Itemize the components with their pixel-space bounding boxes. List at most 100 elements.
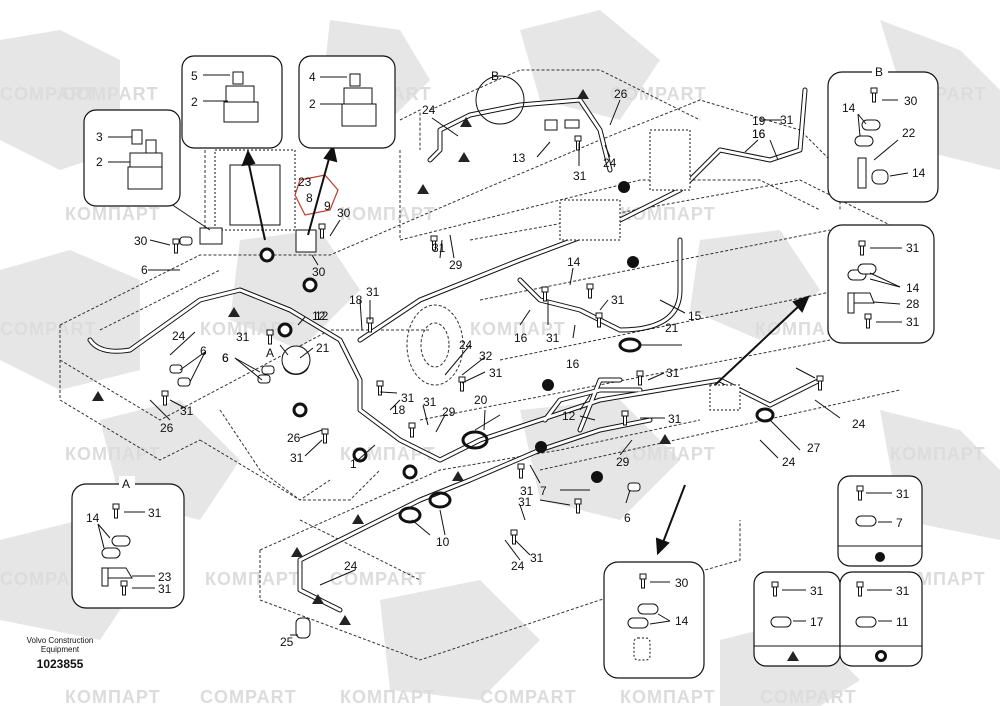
inset-label: 7 (896, 516, 903, 530)
connector-6 (177, 377, 191, 387)
grommet-10 (398, 506, 422, 524)
callout-label: 7 (540, 484, 547, 498)
connector-6 (627, 482, 641, 492)
grommet-20 (461, 430, 489, 450)
callout-label: 24 (344, 559, 358, 573)
triangle-marker (458, 152, 470, 162)
callout-label: 21 (665, 321, 679, 335)
item-13 (544, 119, 558, 131)
triangle-marker (339, 615, 351, 625)
callout-label: 27 (807, 441, 821, 455)
inset-label: 14 (906, 281, 920, 295)
callout-label: 31 (366, 285, 380, 299)
leader-lines (148, 99, 841, 636)
callout-label: 31 (530, 551, 544, 565)
inset-title: A (122, 477, 130, 491)
callout-label: 12 (562, 409, 576, 423)
inset-label: 31 (896, 487, 910, 501)
triangle-marker (577, 89, 589, 99)
bolt-icon (517, 463, 525, 479)
callout-label: 31 (520, 484, 534, 498)
valve-block (559, 199, 621, 241)
inset-label: 5 (191, 69, 198, 83)
inset-label: 31 (158, 582, 172, 596)
callout-label: 6 (222, 351, 229, 365)
inset-label: 31 (906, 241, 920, 255)
plug-25 (295, 617, 311, 639)
dot-marker (875, 552, 885, 562)
bolt-icon (321, 428, 329, 444)
inset-clamp-7: 31 7 (837, 475, 923, 567)
inset-label: 14 (842, 101, 856, 115)
inset-label: 2 (96, 155, 103, 169)
bolt-icon (408, 422, 416, 438)
triangle-marker (659, 434, 671, 444)
callout-label: 24 (511, 559, 525, 573)
loop-21 (618, 337, 642, 353)
watermark: КОМПАРТ (65, 687, 161, 706)
inset-label: 14 (675, 614, 689, 628)
callout-label: 31 (290, 451, 304, 465)
bolt-icon (172, 238, 180, 254)
inset-relay-4: 4 2 (298, 55, 396, 149)
watermark: COMPART (0, 84, 97, 104)
callout-label: 12 (315, 309, 329, 323)
callout-label: 31 (401, 391, 415, 405)
callout-label: 9 (324, 199, 331, 213)
callout-label: 31 (236, 330, 250, 344)
callout-label: 24 (422, 103, 436, 117)
relay-base (223, 101, 259, 123)
inset-label: 28 (906, 297, 920, 311)
detail-b-marker: B (491, 69, 499, 83)
dot-marker (627, 256, 639, 268)
watermark: КОМПАРТ (65, 204, 161, 224)
connector-6 (261, 365, 275, 375)
connector-6 (169, 364, 183, 374)
dot-marker (591, 471, 603, 483)
junction-a (281, 345, 311, 375)
dot-marker (542, 379, 554, 391)
connector-block (709, 384, 741, 411)
callout-label: 30 (312, 265, 326, 279)
callout-label: 29 (449, 258, 463, 272)
grommet-10 (428, 491, 452, 509)
triangle-marker (417, 184, 429, 194)
callout-label: 16 (752, 127, 766, 141)
callout-label: 18 (392, 403, 406, 417)
dot-marker (618, 181, 630, 193)
connector-6 (257, 374, 271, 384)
callout-label: 20 (474, 393, 488, 407)
ring-marker (352, 447, 368, 463)
callout-label: 13 (512, 151, 526, 165)
grommet-27 (755, 407, 775, 423)
bolt-icon (161, 390, 169, 406)
watermark: КОМПАРТ (65, 444, 161, 464)
watermark: COMPART (0, 319, 97, 339)
callout-label: 30 (134, 234, 148, 248)
ring-marker (277, 322, 293, 338)
bolt-icon (574, 498, 582, 514)
inset-label: 2 (309, 97, 316, 111)
inset-clamp-30-14: 30 14 (603, 561, 705, 679)
watermark: КОМПАРТ (340, 687, 436, 706)
drawing-footer: Volvo Construction Equipment 1023855 (20, 636, 100, 671)
inset-label: 22 (902, 126, 916, 140)
bolt-icon (510, 529, 518, 545)
clip-26 (564, 119, 580, 129)
watermark: COMPART (200, 687, 297, 706)
ring-marker (302, 277, 318, 293)
inset-label: 30 (675, 576, 689, 590)
callout-label: 19 (752, 114, 766, 128)
watermark: COMPART (62, 84, 159, 104)
control-box (649, 129, 691, 191)
watermark: КОМПАРТ (470, 319, 566, 339)
inset-label: 17 (810, 615, 824, 629)
inset-clamp-28: 31 14 28 31 (827, 224, 935, 344)
bolt-icon (376, 380, 384, 396)
inset-detail-b: B 30 14 22 14 (827, 64, 939, 203)
relay (295, 229, 317, 253)
callout-label: 31 (573, 169, 587, 183)
relay-body (225, 85, 255, 103)
inset-label: 31 (810, 584, 824, 598)
callout-label: 31 (780, 113, 794, 127)
